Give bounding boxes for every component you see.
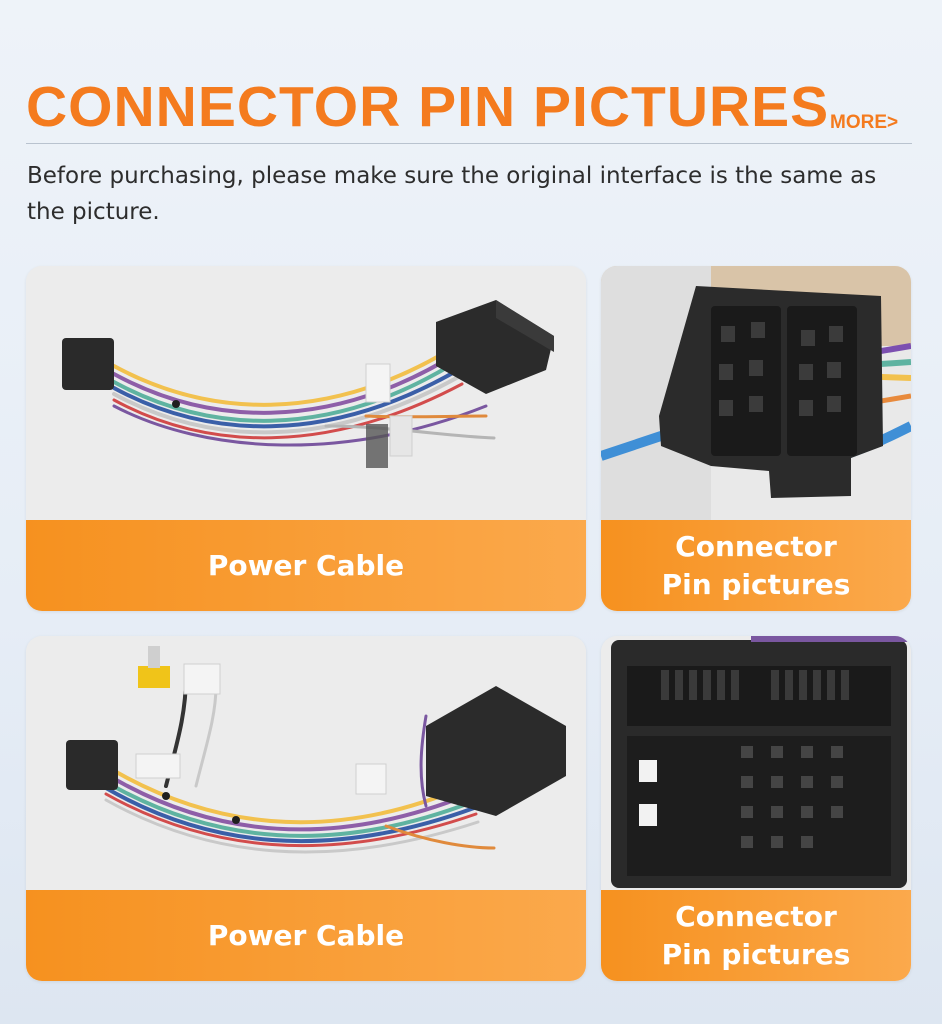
connector-pin-label: Connector Pin pictures xyxy=(601,890,911,981)
purchase-notice: Before purchasing, please make sure the … xyxy=(27,163,877,225)
more-link[interactable]: MORE> xyxy=(830,112,899,133)
connector-pin-photo xyxy=(601,636,911,890)
label-line-1: Power Cable xyxy=(207,548,405,582)
power-cable-photo xyxy=(26,266,586,520)
label-line-1: Connector xyxy=(675,899,837,933)
label-line-2: Pin pictures xyxy=(661,937,851,971)
connector-pin-photo xyxy=(601,266,911,520)
power-cable-card-2[interactable]: Power Cable xyxy=(26,636,586,981)
label-line-2: Pin pictures xyxy=(661,567,851,601)
title-divider xyxy=(26,143,912,144)
power-cable-photo xyxy=(26,636,586,890)
connector-pin-card-2[interactable]: Connector Pin pictures xyxy=(601,636,911,981)
power-cable-card-1[interactable]: Power Cable xyxy=(26,266,586,611)
power-cable-label: Power Cable xyxy=(26,890,586,981)
label-line-1: Power Cable xyxy=(207,918,405,952)
page-title: CONNECTOR PIN PICTURES xyxy=(26,75,830,139)
connector-pin-card-1[interactable]: Connector Pin pictures xyxy=(601,266,911,611)
connector-pin-label: Connector Pin pictures xyxy=(601,520,911,611)
label-line-1: Connector xyxy=(675,529,837,563)
power-cable-label: Power Cable xyxy=(26,520,586,611)
